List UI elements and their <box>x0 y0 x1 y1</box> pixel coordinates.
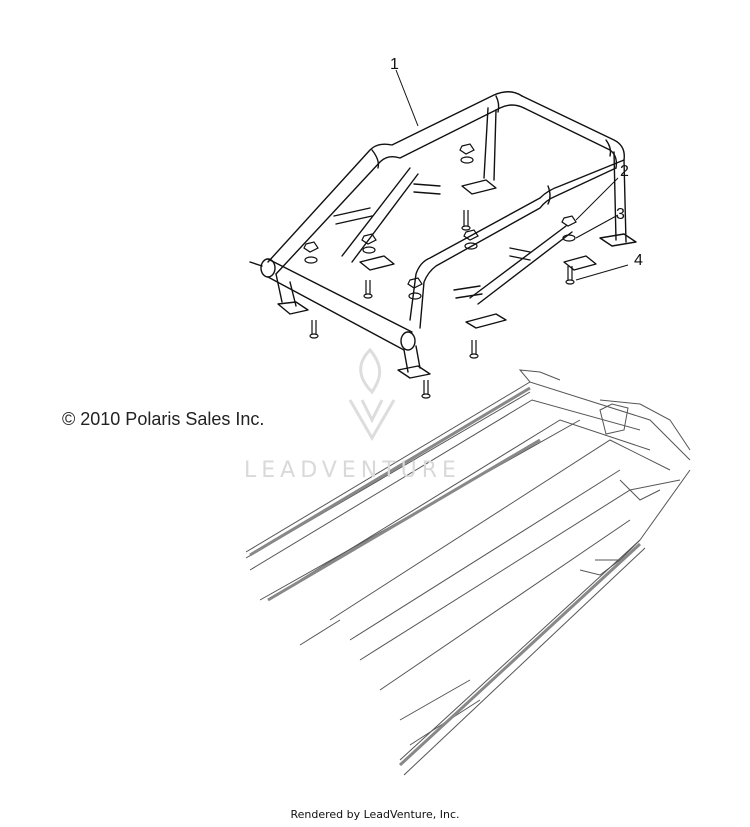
nut-icon <box>459 143 475 164</box>
leader-lines <box>395 69 629 281</box>
bolt-icon <box>469 340 479 359</box>
watermark-logo-icon <box>348 347 396 441</box>
hardware <box>303 143 577 399</box>
tray-edge-hatching <box>249 386 642 767</box>
bolt-icon <box>309 320 319 339</box>
bolt-icon <box>565 266 575 285</box>
callout-4: 4 <box>634 252 643 269</box>
footer-text: Rendered by LeadVenture, Inc. <box>290 808 460 821</box>
bolt-icon <box>461 210 471 231</box>
bolt-icon <box>363 280 373 299</box>
watermark-text: LEADVENTURE <box>244 458 461 483</box>
nut-icon <box>303 241 319 264</box>
callout-1: 1 <box>390 56 399 73</box>
bolt-icon <box>421 380 431 399</box>
nut-icon <box>407 277 423 300</box>
cargo-rack <box>249 91 637 379</box>
nut-icon <box>463 229 479 250</box>
nut-icon <box>561 215 577 242</box>
callout-3: 3 <box>616 206 625 223</box>
nut-icon <box>361 233 377 254</box>
copyright-text: © 2010 Polaris Sales Inc. <box>62 409 265 429</box>
callout-2: 2 <box>620 163 629 180</box>
